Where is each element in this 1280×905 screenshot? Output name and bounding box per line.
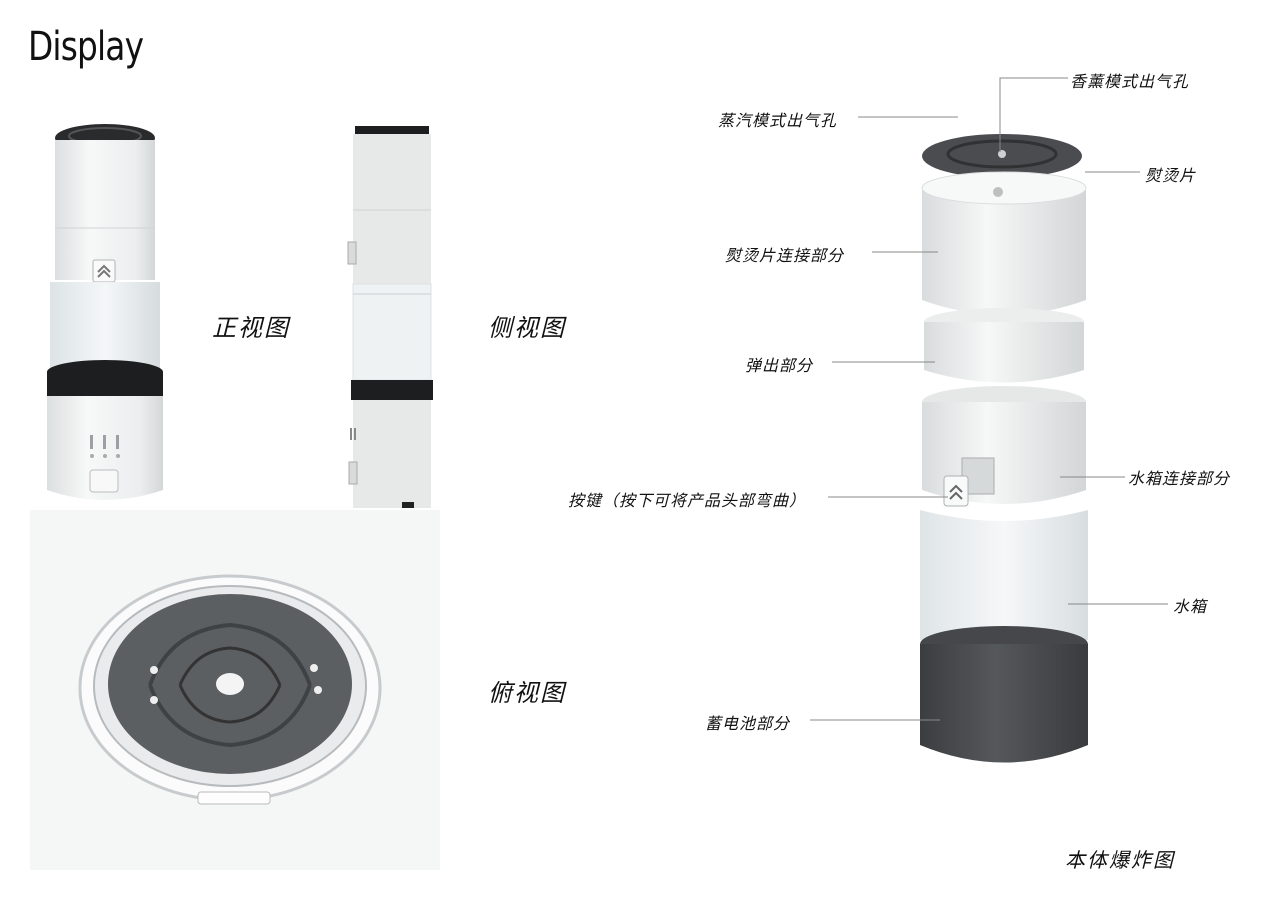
front-view-label: 正视图 bbox=[212, 314, 290, 342]
callout-aroma-outlet: 香薰模式出气孔 bbox=[1070, 72, 1190, 91]
callout-iron-plate: 熨烫片 bbox=[1145, 166, 1197, 185]
page-title: Display bbox=[28, 24, 144, 70]
top-view-render bbox=[30, 510, 440, 870]
callout-popup-part: 弹出部分 bbox=[745, 356, 814, 375]
callout-iron-plate-connector: 熨烫片连接部分 bbox=[725, 246, 845, 265]
top-view-label: 俯视图 bbox=[488, 679, 566, 707]
exploded-view-render bbox=[900, 120, 1110, 780]
side-view-render bbox=[340, 122, 440, 508]
exploded-view-label: 本体爆炸图 bbox=[1065, 848, 1175, 872]
callout-steam-outlet: 蒸汽模式出气孔 bbox=[718, 111, 838, 130]
callout-button: 按键（按下可将产品头部弯曲） bbox=[568, 491, 807, 510]
callout-water-tank: 水箱 bbox=[1173, 597, 1208, 616]
front-view-render bbox=[30, 110, 190, 510]
side-view-label: 侧视图 bbox=[488, 314, 566, 342]
callout-tank-connector: 水箱连接部分 bbox=[1128, 469, 1231, 488]
callout-battery: 蓄电池部分 bbox=[705, 714, 791, 733]
